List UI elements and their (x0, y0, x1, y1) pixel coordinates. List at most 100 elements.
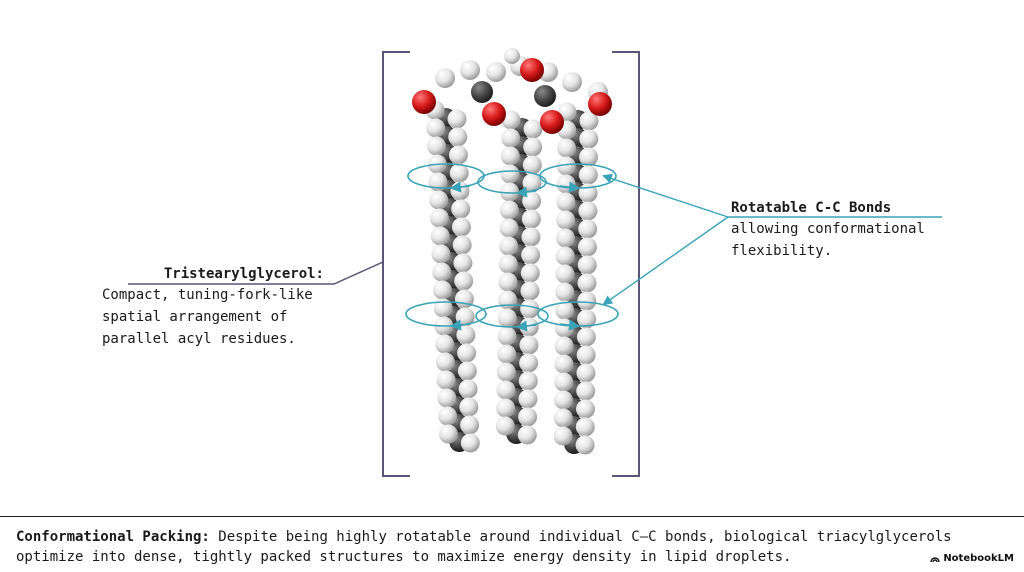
atom (576, 381, 596, 401)
atom (430, 226, 450, 246)
atom (556, 156, 576, 176)
atom (453, 253, 473, 273)
atom (435, 352, 455, 372)
left-annotation-body: Compact, tuning-fork-like spatial arrang… (102, 287, 313, 347)
rotation-ellipse-lower-left (405, 301, 487, 327)
atom (518, 407, 538, 427)
atom (577, 291, 597, 311)
atom (501, 110, 521, 130)
atom (457, 361, 477, 381)
right-leader-lines (602, 173, 942, 306)
atom (460, 433, 480, 453)
rotation-arrow (449, 319, 471, 331)
atom (523, 119, 543, 139)
atom (577, 255, 597, 275)
rotation-arrow (515, 186, 537, 198)
atom (433, 298, 453, 318)
atom (556, 192, 576, 212)
atom (435, 68, 455, 88)
atom (575, 399, 595, 419)
atom (504, 48, 520, 64)
rotation-arrow (559, 181, 581, 193)
atom (458, 379, 478, 399)
atom (499, 236, 519, 256)
atom (553, 408, 573, 428)
atom (520, 58, 544, 82)
atom (576, 363, 596, 383)
atom (534, 85, 556, 107)
atom (579, 129, 599, 149)
atom (459, 397, 479, 417)
atom (426, 136, 446, 156)
atom (554, 372, 574, 392)
atom (457, 343, 477, 363)
atom (553, 426, 573, 446)
atom (486, 62, 506, 82)
atom (482, 102, 506, 126)
left-bracket (382, 51, 410, 477)
atom (577, 237, 597, 257)
atom (448, 127, 468, 147)
atom (496, 398, 516, 418)
atom (555, 228, 575, 248)
atom (578, 165, 598, 185)
atom (500, 182, 520, 202)
caption-lead: Conformational Packing: (16, 529, 210, 545)
notebooklm-icon (930, 556, 941, 562)
atom (412, 90, 436, 114)
atom (553, 390, 573, 410)
atom (431, 244, 451, 264)
atom (577, 309, 597, 329)
atom (555, 264, 575, 284)
atom (501, 128, 521, 148)
atom (588, 92, 612, 116)
atom (438, 424, 458, 444)
brand-logo: NotebookLM (930, 553, 1014, 564)
atom (497, 344, 517, 364)
caption-bar: Conformational Packing: Despite being hi… (0, 516, 1024, 572)
atom (429, 208, 449, 228)
atom (499, 218, 519, 238)
atom (436, 370, 456, 390)
atom (575, 417, 595, 437)
atom (426, 118, 446, 138)
atom (556, 174, 576, 194)
atom (522, 155, 542, 175)
atom (575, 435, 595, 455)
left-annotation: Tristearylglycerol: Compact, tuning-fork… (98, 264, 338, 350)
right-annotation-body: allowing conformational flexibility. (731, 221, 925, 259)
atom (578, 219, 598, 239)
atom (456, 325, 476, 345)
atom (497, 326, 517, 346)
atom (432, 262, 452, 282)
atom (579, 111, 599, 131)
acyl-chains (412, 48, 612, 455)
rotation-arrow (449, 181, 471, 193)
left-leader-line (128, 261, 384, 285)
atom (521, 245, 541, 265)
atom (449, 163, 469, 183)
atom (518, 389, 538, 409)
atom (556, 210, 576, 230)
atom (471, 81, 493, 103)
atom (498, 254, 518, 274)
atom (500, 164, 520, 184)
atom (437, 388, 457, 408)
left-annotation-title: Tristearylglycerol: (163, 266, 324, 282)
atom (521, 227, 541, 247)
atom (447, 109, 467, 129)
atom (438, 406, 458, 426)
right-annotation: Rotatable C-C Bonds allowing conformatio… (731, 198, 1001, 262)
caption: Conformational Packing: Despite being hi… (16, 527, 1016, 567)
atom (554, 336, 574, 356)
atom (517, 425, 537, 445)
atom (576, 345, 596, 365)
atom (460, 60, 480, 80)
atom (555, 300, 575, 320)
rotation-ellipse-lower-mid (475, 304, 549, 328)
atom (451, 199, 471, 219)
atom (520, 299, 540, 319)
atom (454, 289, 474, 309)
rotation-arrows (405, 163, 619, 332)
